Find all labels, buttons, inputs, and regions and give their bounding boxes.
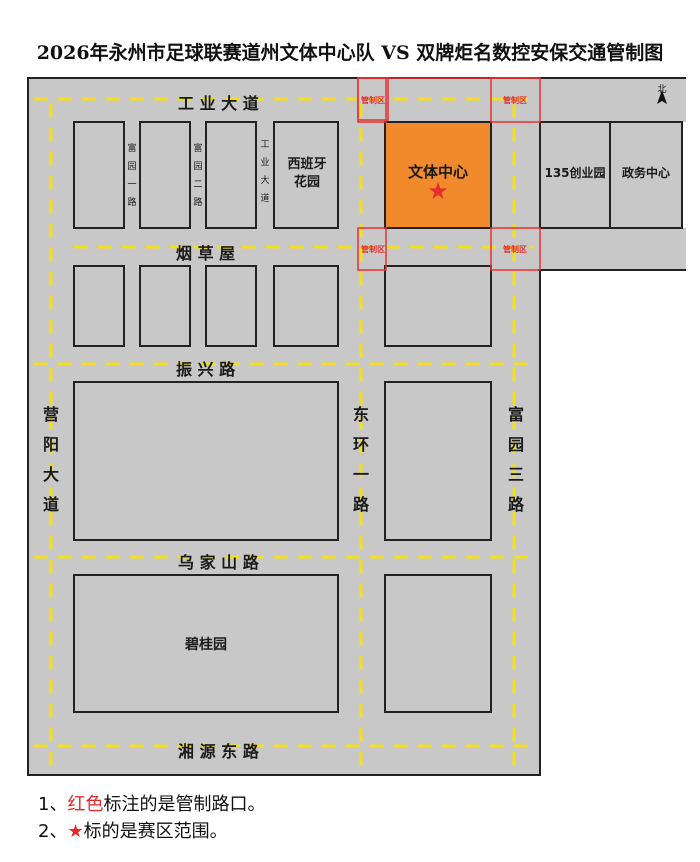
legend-1-rest: 标注的是管制路口。	[103, 794, 266, 815]
block-r2-4	[273, 265, 339, 347]
label-zhengwu: 政务中心	[621, 166, 670, 180]
block-r3-west	[73, 381, 339, 541]
control-label-se: 管制区	[503, 245, 527, 254]
road-zhenxing: 振 兴 路	[176, 360, 236, 379]
block-xibanya	[273, 121, 339, 229]
label-wenti: 文体中心	[407, 163, 468, 181]
control-label-sw: 管制区	[361, 245, 385, 254]
block-wenti	[384, 121, 492, 229]
legend-line-1: 1、红色标注的是管制路口。	[38, 790, 265, 816]
label-135: 135创业园	[544, 166, 606, 180]
label-bigui: 碧桂园	[185, 637, 227, 653]
road-wujiashan: 乌 家 山 路	[178, 553, 259, 572]
road-donghuan: 东环一路	[352, 405, 369, 514]
block-zhengwu	[609, 121, 683, 229]
block-r1-3	[205, 121, 257, 229]
star-icon: ★	[427, 177, 449, 205]
control-label-ne: 管制区	[503, 96, 527, 105]
block-r2-1	[73, 265, 125, 347]
control-zone-sw	[357, 227, 387, 271]
legend-1-red: 红色	[67, 794, 104, 815]
legend-2-star-icon: ★	[67, 821, 84, 842]
road-xiangyuan: 湘 源 东 路	[178, 742, 259, 761]
north-label: 北	[657, 85, 667, 95]
control-zone-se	[490, 227, 541, 271]
block-r2-3	[205, 265, 257, 347]
legend-line-2: 2、★标的是赛区范围。	[38, 817, 228, 843]
block-135	[539, 121, 611, 229]
block-r1-2	[139, 121, 191, 229]
north-arrow-icon	[657, 90, 667, 104]
legend-2-prefix: 2、	[38, 821, 68, 842]
road-yancao: 烟 草 屋	[176, 244, 236, 263]
legend-1-prefix: 1、	[38, 794, 68, 815]
block-r1-1	[73, 121, 125, 229]
block-bigui	[73, 574, 339, 713]
control-label-nw: 管制区	[361, 96, 385, 105]
block-r2-2	[139, 265, 191, 347]
road-gongye-alley: 工业大道	[260, 140, 270, 204]
road-fuyuan1: 富园一路	[127, 144, 137, 208]
block-r2-east	[384, 265, 492, 347]
legend-2-rest: 标的是赛区范围。	[83, 821, 228, 842]
block-r4-east	[384, 574, 492, 713]
road-yingyang: 营阳大道	[42, 405, 59, 514]
block-r3-east	[384, 381, 492, 541]
road-fuyuan2: 富园二路	[193, 144, 203, 208]
road-fuyuan3: 富园三路	[507, 405, 524, 514]
east-road-strip-lower	[538, 228, 686, 270]
label-xibanya: 西班牙花园	[287, 157, 327, 190]
road-gongye: 工 业 大 道	[178, 94, 259, 113]
map-title: 2026年永州市足球联赛道州文体中心队 VS 双牌炬名数控安保交通管制图	[36, 42, 664, 64]
